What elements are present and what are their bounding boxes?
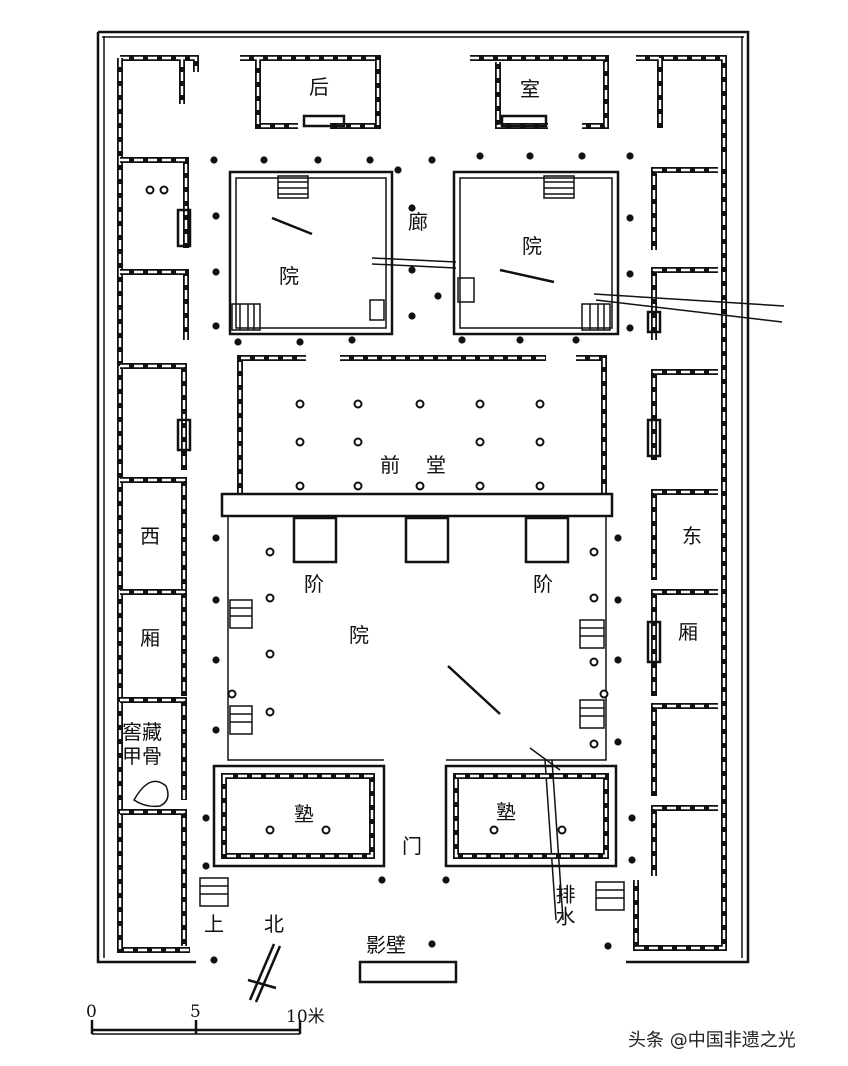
north-courtyards <box>228 170 785 336</box>
east-wing-rooms <box>633 160 727 951</box>
scale-bar <box>90 1020 302 1035</box>
label-front-hall-1: 前 <box>380 453 400 477</box>
gate-schools <box>199 764 625 911</box>
label-screen-wall: 影壁 <box>366 933 406 957</box>
label-west-wing: 厢 <box>140 626 160 650</box>
label-east-wing: 厢 <box>678 620 698 644</box>
label-back-room-right: 室 <box>520 77 540 101</box>
column-posts <box>202 152 636 964</box>
back-rooms <box>120 55 727 160</box>
label-courtyard-nw: 院 <box>279 264 299 288</box>
label-steps-right: 阶 <box>533 572 553 596</box>
label-up: 上 <box>204 912 224 936</box>
label-corridor: 廊 <box>408 210 428 234</box>
hall-column-bases <box>145 185 609 835</box>
west-wing-rooms <box>117 58 192 953</box>
screen-wall <box>358 960 458 984</box>
label-gate: 门 <box>402 834 422 858</box>
outer-boundary <box>96 30 750 964</box>
label-pit-1: 窖藏 <box>122 720 162 744</box>
label-pit-2: 甲骨 <box>122 744 162 768</box>
north-arrow <box>247 943 282 1003</box>
scale-tick-5: 5 <box>190 1002 201 1022</box>
label-school-left: 塾 <box>294 802 314 826</box>
label-front-hall-2: 堂 <box>426 453 446 477</box>
label-back-room-left: 后 <box>309 75 329 99</box>
label-west: 西 <box>140 524 160 548</box>
label-drainage: 排水 <box>552 884 576 928</box>
label-north: 北 <box>264 912 284 936</box>
label-east: 东 <box>682 524 702 548</box>
watermark: 头条 @中国非遗之光 <box>628 1030 796 1051</box>
label-main-courtyard: 院 <box>349 623 369 647</box>
scale-tick-0: 0 <box>86 1002 97 1022</box>
front-hall <box>220 355 614 518</box>
main-courtyard <box>227 516 607 921</box>
scale-tick-10: 10米 <box>286 1007 325 1027</box>
label-steps-left: 阶 <box>304 572 324 596</box>
label-courtyard-ne: 院 <box>522 234 542 258</box>
label-school-right: 塾 <box>496 800 516 824</box>
